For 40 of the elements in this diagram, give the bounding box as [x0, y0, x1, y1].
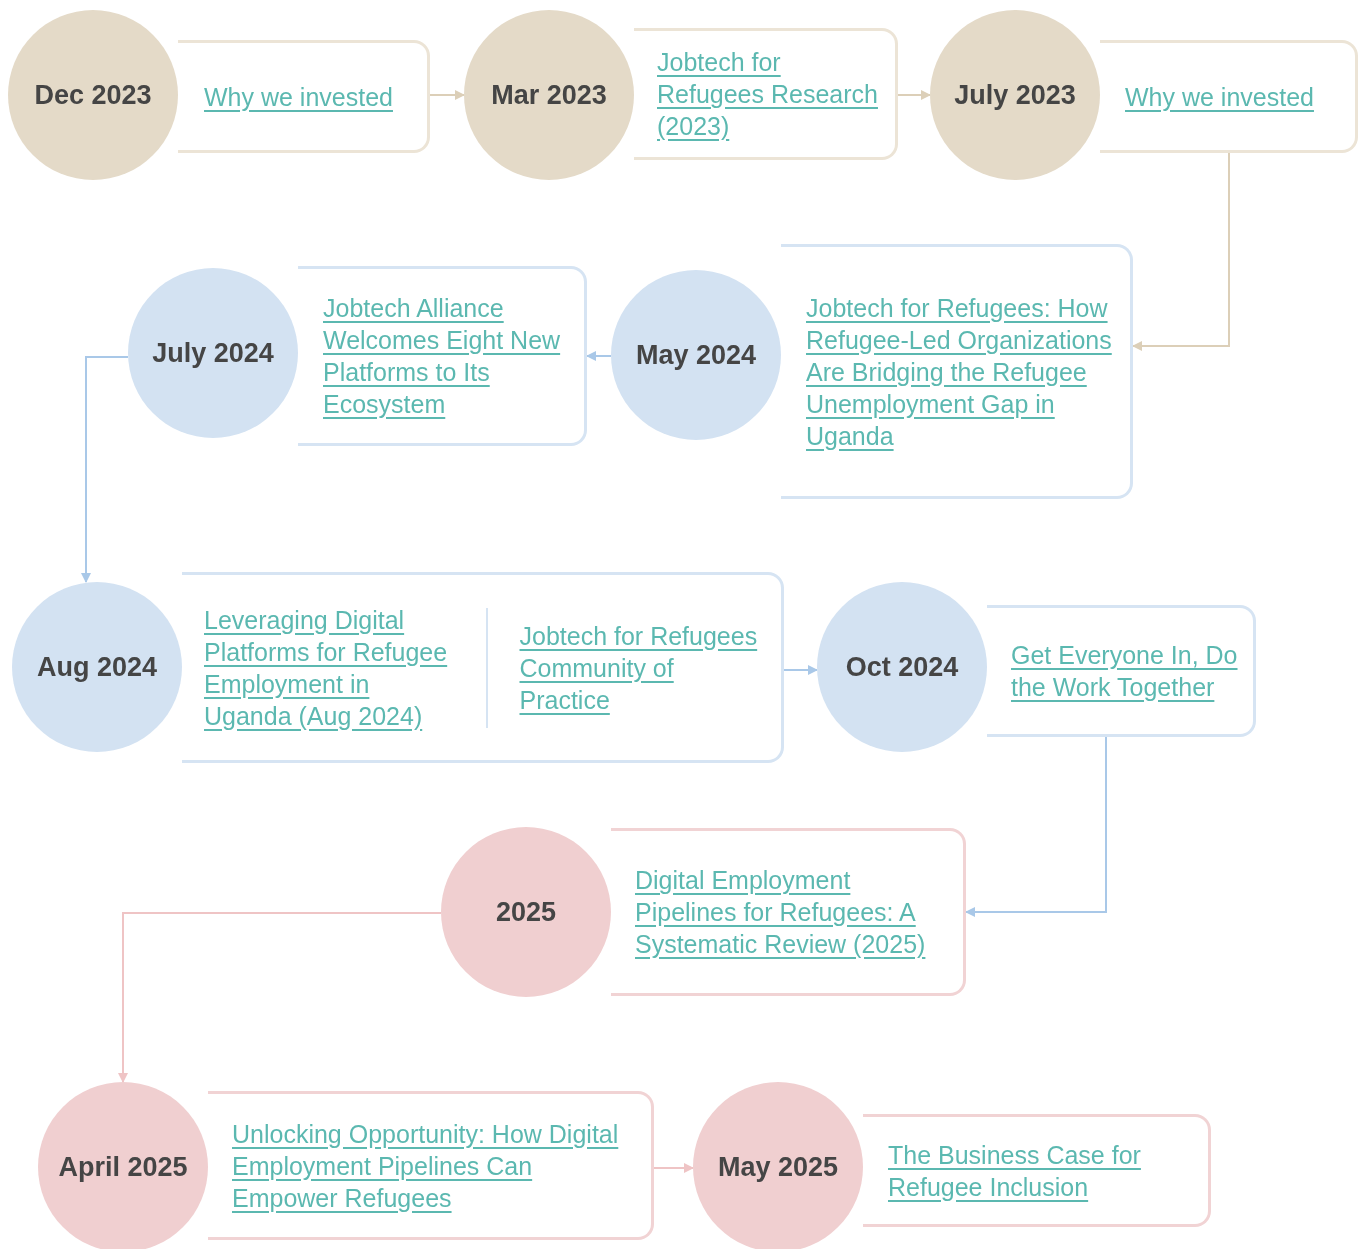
date-text: Oct 2024	[845, 650, 959, 684]
connector-arrow	[783, 665, 818, 675]
article-card	[1100, 40, 1358, 153]
date-text: July 2024	[152, 336, 274, 370]
date-text: July 2023	[954, 78, 1076, 112]
article-link: Jobtech for Refugees Community of Practice	[519, 620, 759, 716]
article-card	[208, 1091, 654, 1240]
article-card	[182, 572, 784, 763]
date-text: April 2025	[58, 1150, 188, 1184]
connector-arrow	[653, 1163, 694, 1173]
article-link: Digital Employment Pipelines for Refugees: A Systematic Review (2025)	[635, 865, 927, 960]
date-text: Dec 2023	[34, 78, 152, 112]
connector-arrow	[118, 912, 442, 1083]
article-link: Jobtech Alliance Welcomes Eight New Platforms to Its Ecosystem	[323, 293, 562, 420]
connector-arrow	[965, 736, 1107, 917]
connector-arrow	[586, 351, 612, 361]
date-text: Mar 2023	[491, 78, 607, 112]
article-link: Why we invested	[1125, 81, 1315, 113]
article-link: Jobtech for Refugees: How Refugee-Led Organizations Are Bridging the Refugee Unemployment Gap in Uganda	[806, 292, 1113, 452]
article-card	[781, 244, 1133, 499]
article-link: Get Everyone In, Do the Work Together	[1011, 640, 1239, 703]
article-link: Unlocking Opportunity: How Digital Employment Pipelines Can Empower Refugees	[232, 1118, 620, 1214]
article-link: The Business Case for Refugee Inclusion	[888, 1139, 1142, 1203]
connector-arrow	[81, 356, 129, 583]
date-text: 2025	[495, 895, 557, 929]
article-card	[178, 40, 430, 153]
connector-arrow	[897, 90, 931, 100]
date-text: May 2025	[717, 1150, 839, 1184]
article-card	[987, 605, 1256, 737]
article-card	[611, 828, 966, 996]
date-text: Aug 2024	[36, 650, 158, 684]
article-card	[298, 266, 587, 446]
article-link: Why we invested	[204, 81, 394, 113]
article-link: Leveraging Digital Platforms for Refugee Employment in Uganda (Aug 2024)	[204, 604, 449, 732]
connector-arrow	[1132, 152, 1230, 351]
article-link: Jobtech for Refugees Research (2023)	[657, 47, 879, 142]
connector-arrow	[429, 90, 465, 100]
date-text: May 2024	[635, 338, 757, 372]
article-card	[634, 28, 898, 160]
article-card	[863, 1114, 1211, 1227]
